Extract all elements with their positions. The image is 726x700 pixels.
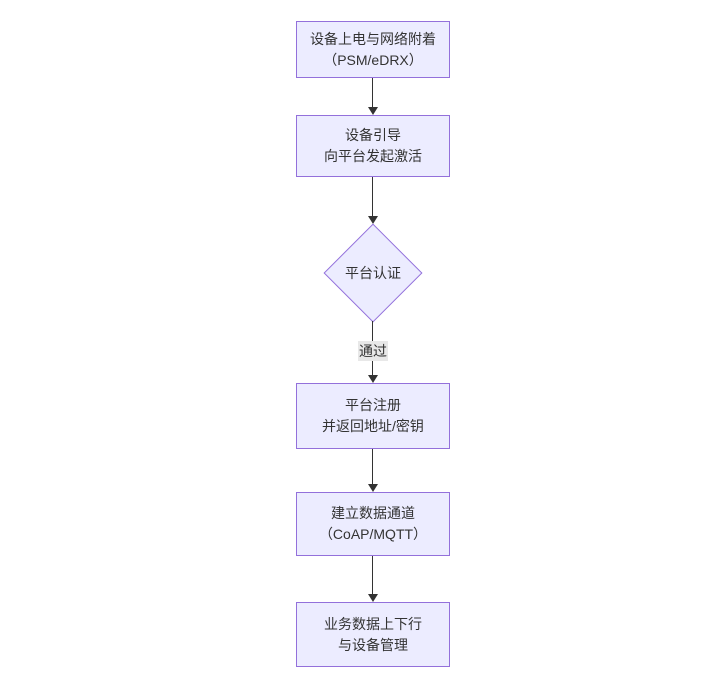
node-channel-line2: （CoAP/MQTT）: [318, 526, 428, 542]
node-business-line2: 与设备管理: [338, 636, 408, 653]
node-power-attach-line2: （PSM/eDRX）: [323, 51, 423, 68]
edge-bootstrap-to-auth-arrowhead-icon: [368, 216, 378, 224]
node-register-line1: 平台注册: [345, 397, 401, 413]
node-business-line1: 业务数据上下行: [324, 615, 422, 632]
edge-register-to-channel-line: [372, 449, 373, 484]
node-auth-label: 平台认证: [345, 264, 401, 281]
edge-auth-to-register-label: 通过: [358, 341, 388, 361]
node-power-attach-line1: 设备上电与网络附着: [310, 30, 436, 47]
node-register-line2: 并返回地址/密钥: [322, 418, 424, 434]
edge-register-to-channel-arrowhead-icon: [368, 484, 378, 492]
node-register: 平台注册 并返回地址/密钥: [296, 383, 450, 449]
node-channel: 建立数据通道 （CoAP/MQTT）: [296, 492, 450, 556]
edge-channel-to-business-line: [372, 556, 373, 594]
node-bootstrap-line1: 设备引导: [345, 127, 401, 143]
edge-power-to-bootstrap-arrowhead-icon: [368, 107, 378, 115]
node-channel-line1: 建立数据通道: [331, 505, 415, 521]
node-power-attach: 设备上电与网络附着 （PSM/eDRX）: [296, 21, 450, 78]
node-bootstrap-line2: 向平台发起激活: [324, 148, 422, 164]
edge-auth-to-register-arrowhead-icon: [368, 375, 378, 383]
node-business: 业务数据上下行 与设备管理: [296, 602, 450, 667]
edge-bootstrap-to-auth-line: [372, 177, 373, 216]
node-auth-decision: 平台认证: [323, 223, 423, 323]
node-bootstrap: 设备引导 向平台发起激活: [296, 115, 450, 177]
edge-channel-to-business-arrowhead-icon: [368, 594, 378, 602]
edge-power-to-bootstrap-line: [372, 78, 373, 107]
